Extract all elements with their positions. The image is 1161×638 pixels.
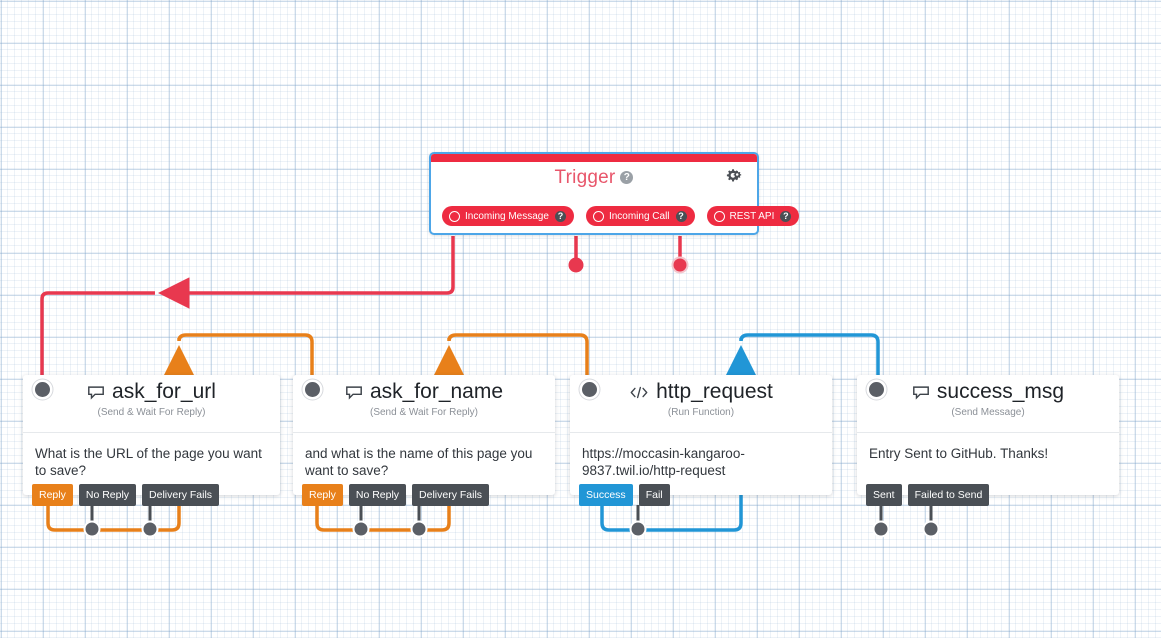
trigger-top-bar xyxy=(431,154,757,162)
pill-label: REST API xyxy=(729,210,775,222)
node-subtitle: (Send & Wait For Reply) xyxy=(370,407,478,418)
radio-circle-icon xyxy=(592,210,604,222)
code-brackets-icon xyxy=(629,385,649,400)
trigger-title-text: Trigger xyxy=(554,167,616,188)
node-success-msg[interactable]: success_msg (Send Message) Entry Sent to… xyxy=(857,375,1119,506)
node-title-text: ask_for_url xyxy=(112,380,216,403)
node-output-tabs: Sent Failed to Send xyxy=(866,484,990,506)
node-header: success_msg (Send Message) xyxy=(857,375,1119,433)
output-tab-fail[interactable]: Fail xyxy=(638,484,670,506)
node-subtitle: (Run Function) xyxy=(667,407,735,418)
pill-label: Incoming Call xyxy=(608,210,670,222)
trigger-pill-incoming-message[interactable]: Incoming Message ? xyxy=(442,206,574,226)
node-http-request[interactable]: http_request (Run Function) https://mocc… xyxy=(570,375,832,506)
node-ask-for-name[interactable]: ask_for_name (Send & Wait For Reply) and… xyxy=(293,375,555,506)
output-tab-reply[interactable]: Reply xyxy=(32,484,73,506)
node-body-text: What is the URL of the page you want to … xyxy=(35,446,262,478)
node-ask-for-url[interactable]: ask_for_url (Send & Wait For Reply) What… xyxy=(23,375,280,506)
trigger-pill-rest-api[interactable]: REST API ? xyxy=(706,206,800,226)
node-input-dot[interactable] xyxy=(582,382,597,397)
output-tab-failed-to-send[interactable]: Failed to Send xyxy=(907,484,990,506)
help-icon[interactable]: ? xyxy=(780,210,792,222)
node-input-dot[interactable] xyxy=(35,382,50,397)
pill-label: Incoming Message xyxy=(465,210,549,222)
output-tab-sent[interactable]: Sent xyxy=(866,484,902,506)
node-title-text: http_request xyxy=(656,380,773,403)
node-title: ask_for_name xyxy=(293,375,555,404)
output-tab-reply[interactable]: Reply xyxy=(302,484,343,506)
node-title-text: success_msg xyxy=(936,380,1065,403)
node-body-text: https://moccasin-kangaroo-9837.twil.io/h… xyxy=(582,446,745,478)
node-header: ask_for_name (Send & Wait For Reply) xyxy=(293,375,555,433)
output-tab-success[interactable]: Success xyxy=(579,484,633,506)
node-output-tabs: Reply No Reply Delivery Fails xyxy=(302,484,490,506)
node-title: http_request xyxy=(570,375,832,404)
help-icon[interactable]: ? xyxy=(675,210,687,222)
node-body-text: Entry Sent to GitHub. Thanks! xyxy=(869,446,1049,461)
gears-icon[interactable] xyxy=(725,168,745,186)
output-tab-delivery-fails[interactable]: Delivery Fails xyxy=(142,484,220,506)
node-title: ask_for_url xyxy=(23,375,280,404)
radio-circle-icon xyxy=(713,210,725,222)
radio-circle-icon xyxy=(449,210,460,222)
chat-bubble-icon xyxy=(912,385,930,400)
node-title-text: ask_for_name xyxy=(369,380,504,403)
node-output-tabs: Reply No Reply Delivery Fails xyxy=(32,484,220,506)
node-body-text: and what is the name of this page you wa… xyxy=(305,446,533,478)
chat-bubble-icon xyxy=(87,385,105,400)
node-subtitle: (Send Message) xyxy=(951,407,1025,418)
trigger-pill-incoming-call[interactable]: Incoming Call ? xyxy=(585,206,695,226)
help-icon[interactable]: ? xyxy=(620,171,634,184)
output-tab-delivery-fails[interactable]: Delivery Fails xyxy=(412,484,490,506)
trigger-pill-list: Incoming Message ? Incoming Call ? REST … xyxy=(442,206,800,226)
output-tab-no-reply[interactable]: No Reply xyxy=(78,484,137,506)
node-input-dot[interactable] xyxy=(305,382,320,397)
chat-bubble-icon xyxy=(345,385,363,400)
node-header: http_request (Run Function) xyxy=(570,375,832,433)
node-title: success_msg xyxy=(857,375,1119,404)
node-subtitle: (Send & Wait For Reply) xyxy=(97,407,206,418)
help-icon[interactable]: ? xyxy=(554,210,566,222)
output-tab-no-reply[interactable]: No Reply xyxy=(348,484,407,506)
node-header: ask_for_url (Send & Wait For Reply) xyxy=(23,375,280,433)
node-input-dot[interactable] xyxy=(869,382,884,397)
trigger-title: Trigger? xyxy=(431,167,757,189)
trigger-card[interactable]: Trigger? Incoming Message ? Incoming Cal… xyxy=(429,152,800,235)
node-output-tabs: Success Fail xyxy=(579,484,670,506)
